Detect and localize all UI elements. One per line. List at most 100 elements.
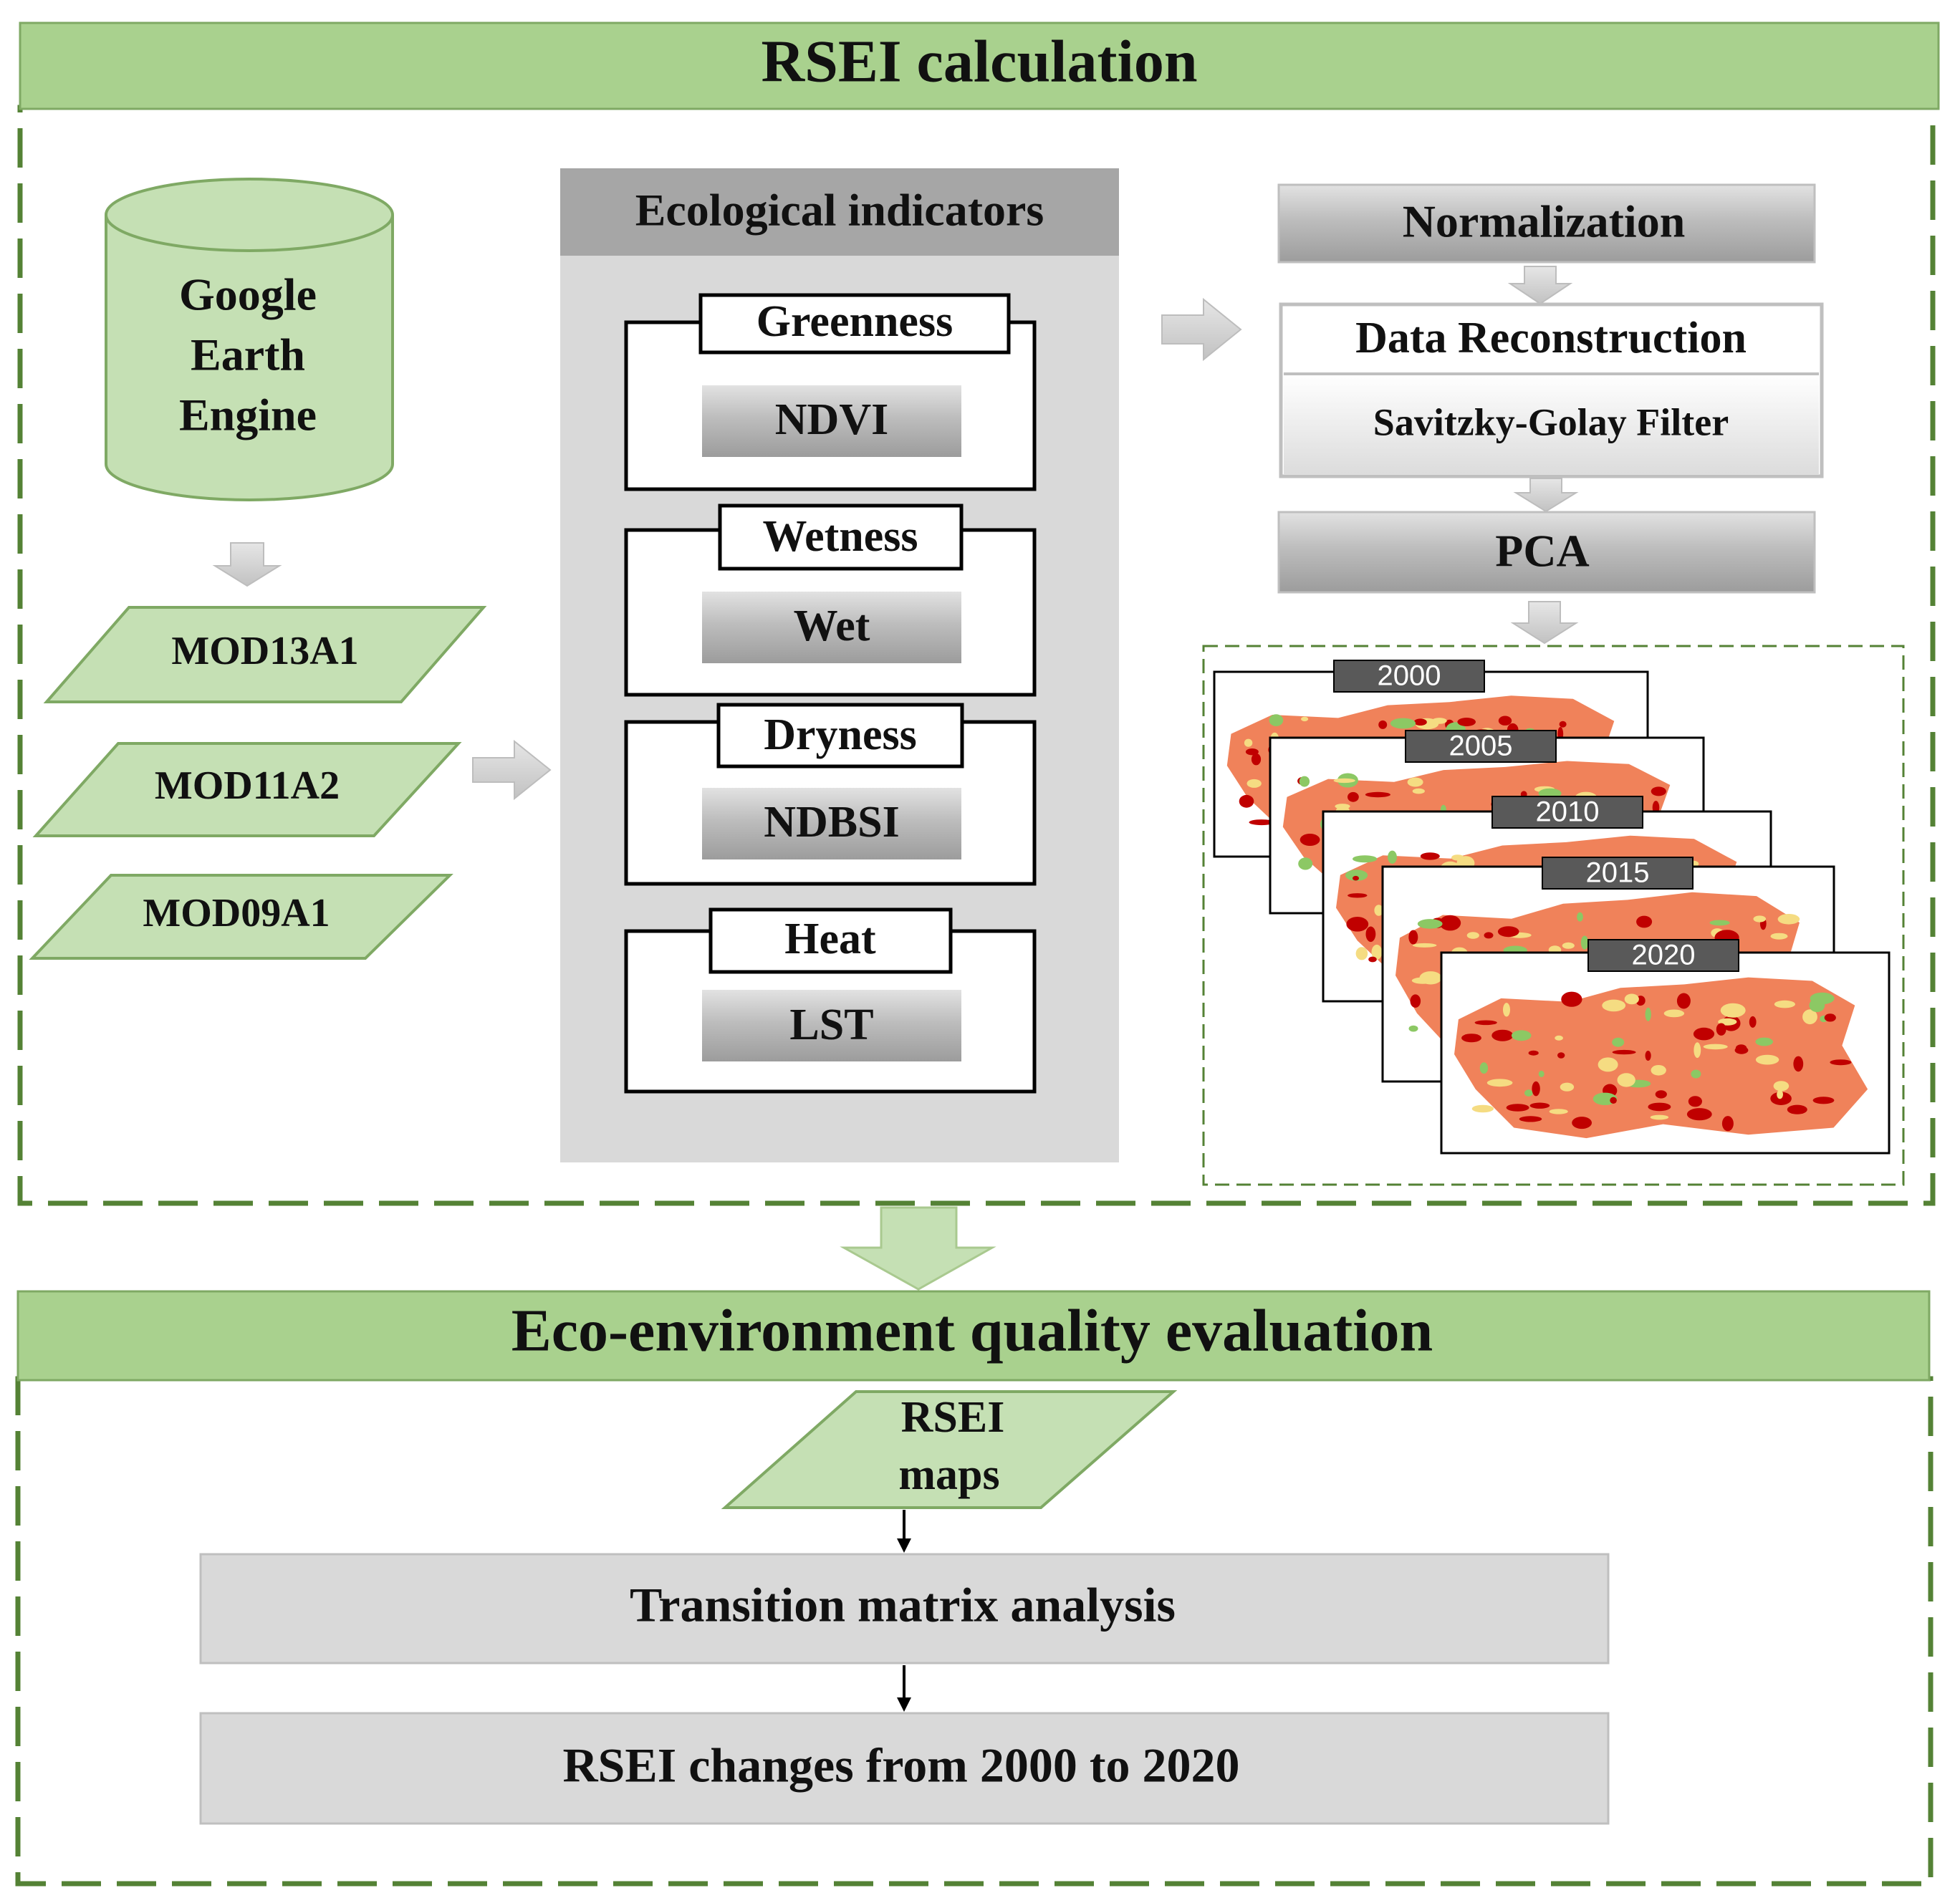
map-speckle [1529, 1102, 1550, 1109]
year-tag [1542, 857, 1694, 890]
transition-analysis-label: Transition matrix analysis [630, 1578, 1176, 1632]
year-label: 2010 [1536, 796, 1600, 828]
map-speckle [1410, 994, 1421, 1008]
rsei-changes-label: RSEI changes from 2000 to 2020 [562, 1738, 1239, 1793]
map-speckle [1519, 1116, 1542, 1122]
arrow-right-icon [472, 739, 552, 801]
map-speckle [1497, 926, 1519, 938]
product-parallelogram-3 [29, 874, 453, 960]
arrow-head-icon [897, 1697, 911, 1712]
map-speckle [1249, 819, 1274, 826]
map-speckle [1390, 718, 1416, 729]
map-speckle [1753, 915, 1767, 922]
map-speckle [1650, 1114, 1669, 1120]
map-speckle [1412, 943, 1437, 948]
map-speckle [1560, 1082, 1575, 1092]
map-speckle [1648, 1102, 1671, 1112]
map-speckle [1239, 794, 1254, 808]
indicator-label-greenness: Greenness [756, 297, 953, 346]
rsei-maps-frame [1202, 645, 1905, 1186]
map-speckle [1809, 998, 1825, 1013]
map-speckle [1709, 920, 1730, 926]
bottom-section-banner [16, 1290, 1931, 1382]
year-label: 2005 [1449, 731, 1513, 762]
map-speckle [1777, 1089, 1784, 1099]
indicator-index-dryness: NDBSI [764, 798, 900, 847]
map-speckle [1378, 720, 1388, 729]
map-speckle [1598, 1057, 1618, 1072]
map-speckle [1474, 1020, 1497, 1026]
map-speckle [1830, 1059, 1852, 1066]
reconstruction-method-label: Savitzky-Golay Filter [1373, 400, 1729, 443]
indicators-header [560, 168, 1119, 256]
map-speckle [1602, 999, 1626, 1012]
product-label-1: MOD13A1 [171, 629, 358, 673]
map-speckle [1471, 1104, 1494, 1113]
indicator-tab-wetness [718, 504, 964, 571]
map-speckle [1348, 893, 1368, 898]
map-speckle [1693, 1027, 1715, 1041]
map-speckle [1457, 718, 1476, 726]
map-speckle [1503, 1003, 1510, 1017]
year-tag [1587, 939, 1739, 972]
map-speckle [1770, 933, 1788, 940]
map-speckle [1663, 1009, 1685, 1018]
map-speckle [1676, 993, 1691, 1009]
map-speckle [1749, 1016, 1757, 1028]
map-speckle [1408, 1025, 1418, 1032]
map-speckle [1246, 779, 1262, 788]
map-speckle [1651, 786, 1666, 796]
map-speckle [1365, 791, 1390, 798]
map-speckle [1461, 1034, 1481, 1043]
map-speckle [1345, 869, 1368, 881]
map-speckle [1561, 991, 1582, 1007]
map-speckle [1562, 942, 1575, 949]
indicator-label-wetness: Wetness [763, 512, 918, 561]
map-speckle [1651, 1065, 1666, 1076]
map-speckle [1484, 932, 1494, 939]
map-speckle [1532, 1081, 1540, 1097]
map-speckle [1300, 834, 1320, 846]
map-speckle [1538, 1070, 1545, 1077]
reconstruction-title: Data Reconstruction [1355, 314, 1747, 362]
year-label: 2020 [1632, 940, 1696, 971]
year-label: 2015 [1586, 857, 1650, 889]
map-speckle [1655, 1090, 1667, 1099]
indicator-index-wetness: Wet [794, 602, 870, 650]
product-parallelogram-2 [32, 742, 462, 837]
rsei-changes-box [199, 1712, 1610, 1825]
map-speckle [1735, 1044, 1747, 1052]
map-speckle [1528, 1050, 1539, 1056]
map-speckle [1353, 855, 1378, 863]
map-speckle [1691, 1069, 1701, 1079]
map-speckle [1721, 1116, 1734, 1132]
indicator-index-heat: LST [789, 1001, 873, 1049]
map-speckle [1439, 915, 1461, 931]
map-speckle [1365, 926, 1376, 943]
database-label-line-2: Earth [191, 329, 305, 380]
map-speckle [1572, 1117, 1592, 1129]
map-speckle [1787, 1104, 1807, 1114]
map-speckle [1368, 956, 1377, 963]
indicator-label-heat: Heat [784, 915, 876, 963]
arrow-down-icon [1510, 601, 1579, 645]
map-speckle [1524, 1089, 1533, 1097]
map-speckle [1506, 1104, 1529, 1112]
map-speckle [1777, 914, 1800, 925]
map-speckle [1703, 1044, 1728, 1050]
top-section-title: RSEI calculation [761, 28, 1197, 95]
map-speckle [1773, 1081, 1790, 1092]
arrow-head-icon [897, 1538, 911, 1553]
rsei-maps-label-line-1: RSEI [901, 1393, 1005, 1442]
map-speckle [1617, 1073, 1635, 1087]
map-speckle [1557, 1052, 1565, 1059]
map-speckle [1577, 912, 1583, 922]
map-region [1454, 977, 1868, 1139]
map-speckle [1479, 1062, 1489, 1074]
rsei-map-2020: 2020 [1440, 939, 1891, 1155]
map-speckle [1755, 1054, 1779, 1065]
indicator-tab-heat [708, 907, 953, 974]
map-speckle [1408, 930, 1418, 945]
product-label-2: MOD11A2 [155, 763, 340, 808]
